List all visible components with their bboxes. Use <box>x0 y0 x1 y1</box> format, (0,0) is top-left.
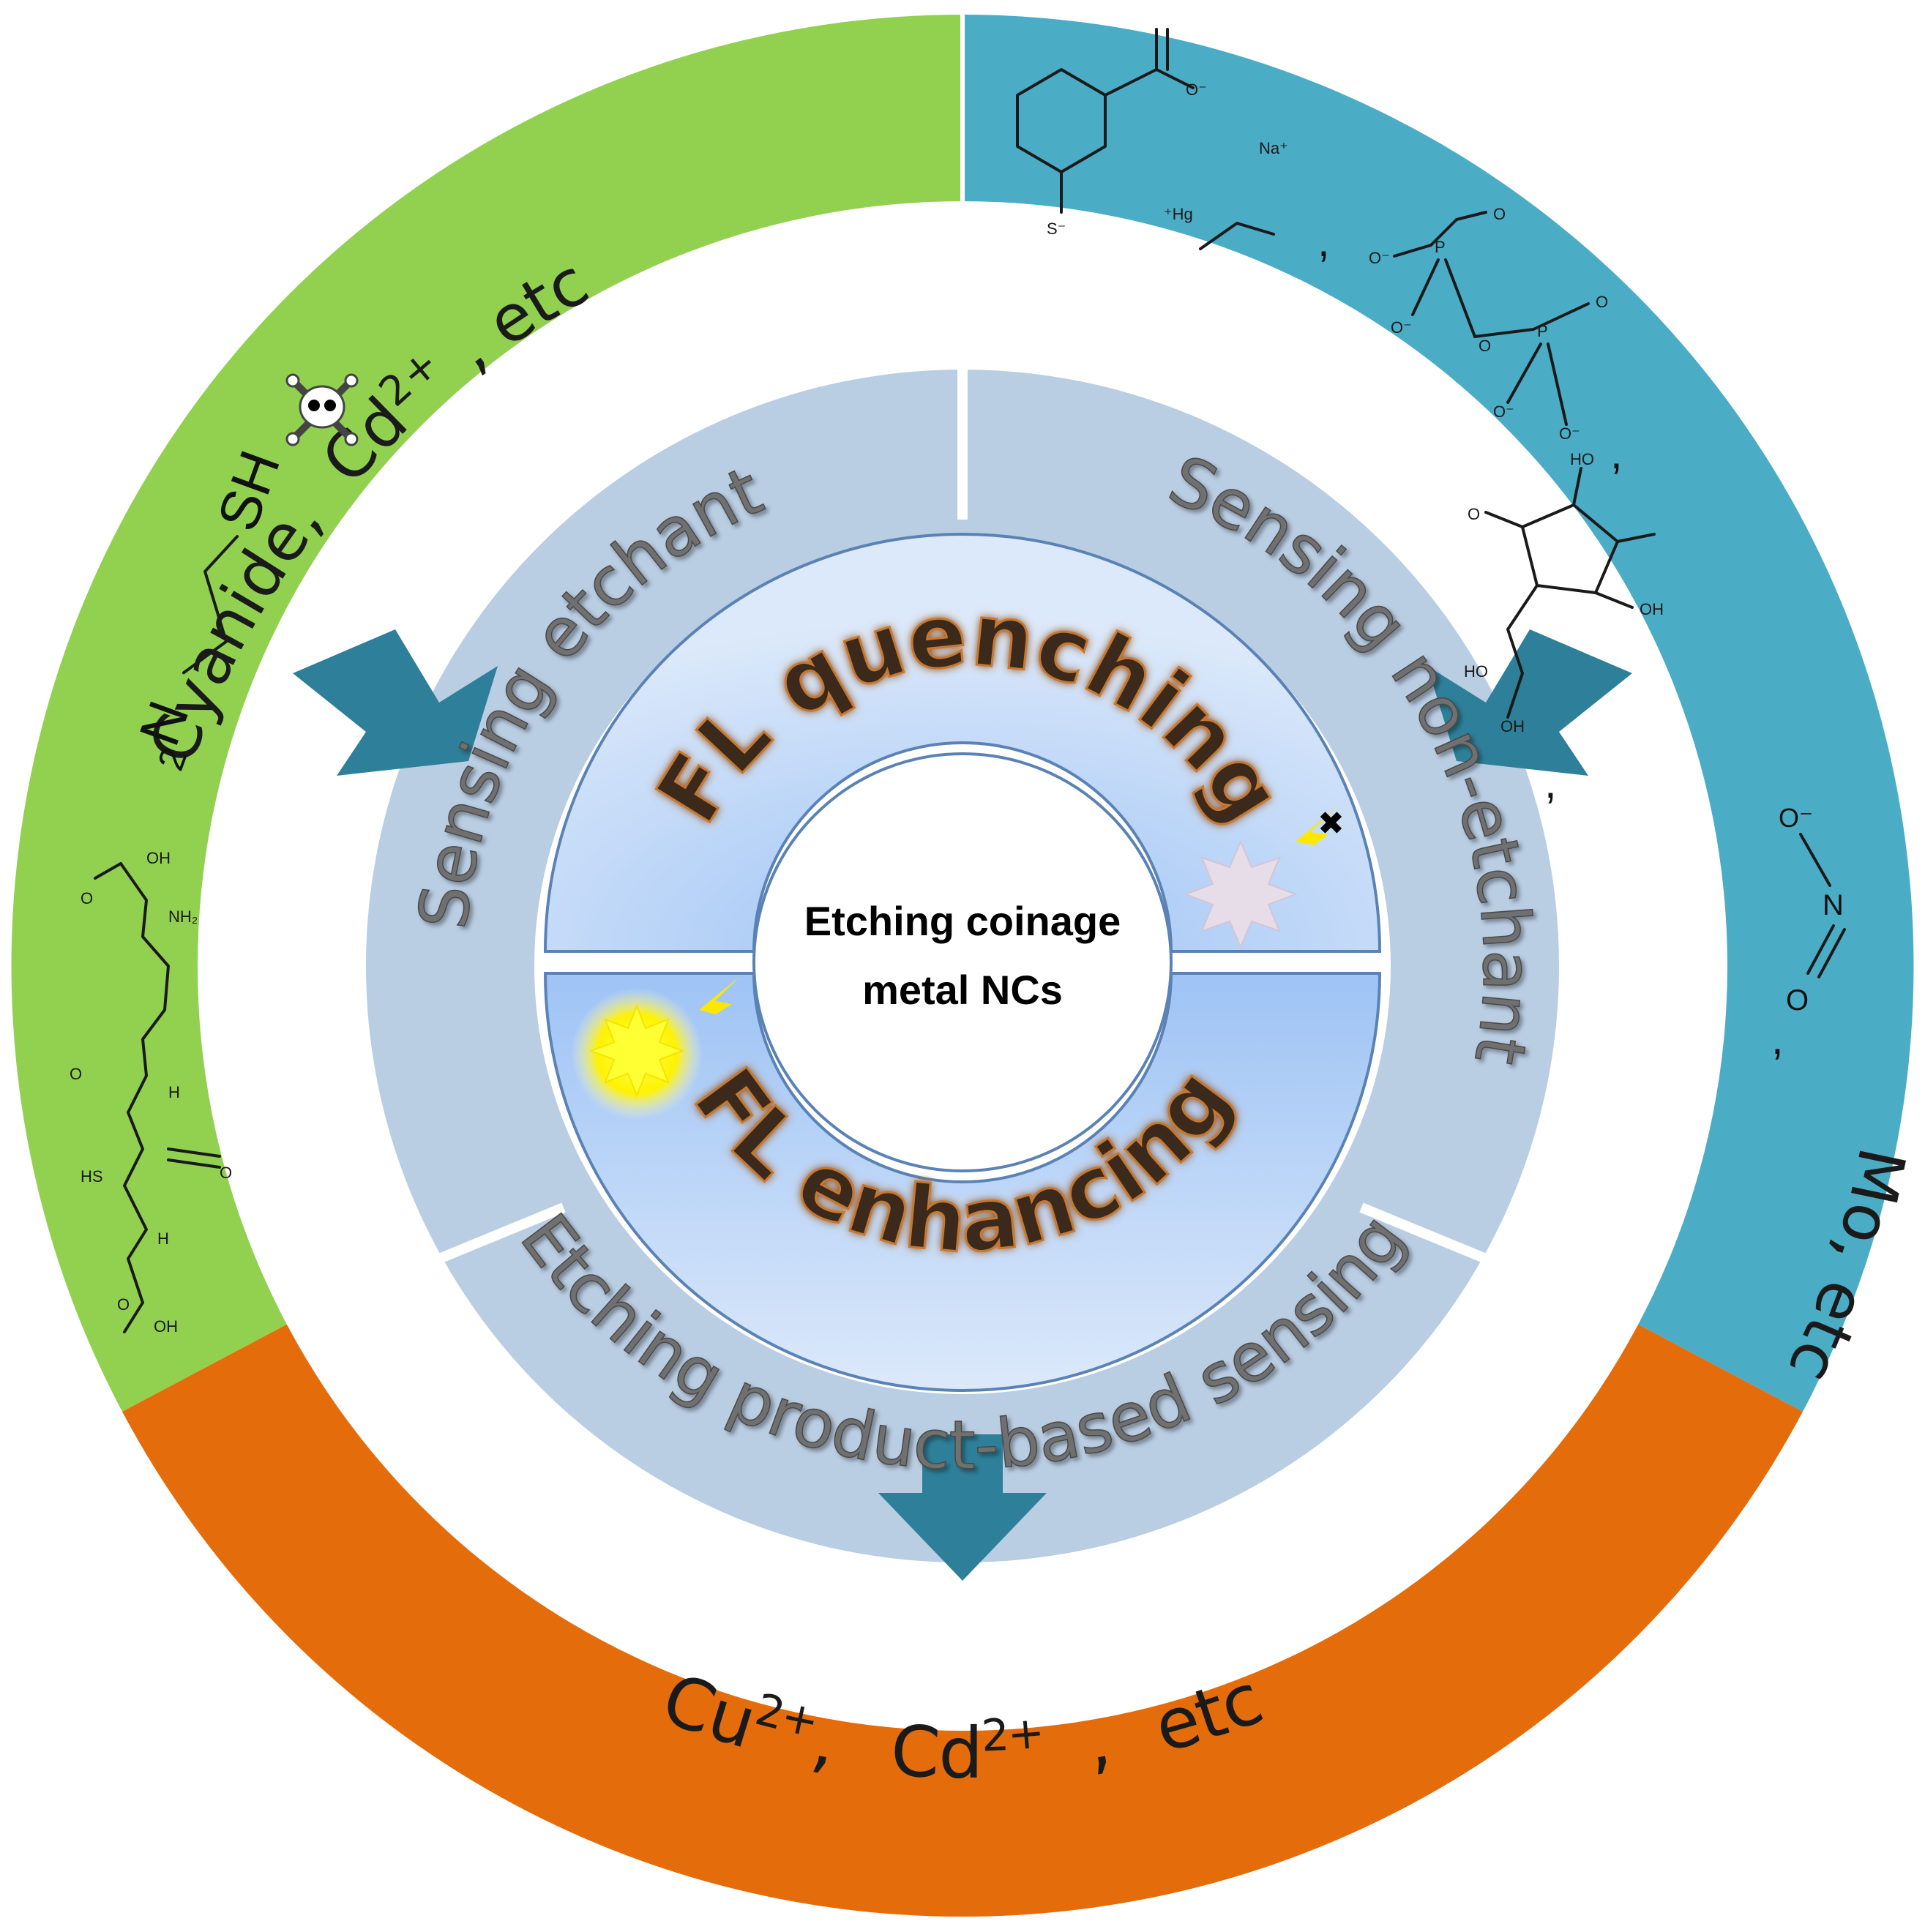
atom-h-1: H <box>168 1083 180 1101</box>
svg-text:,: , <box>1610 429 1623 478</box>
atom-oh-3: OH <box>1640 600 1664 618</box>
atom-p-1: P <box>1435 238 1446 256</box>
atom-n-nitrite: N <box>1823 889 1844 921</box>
atom-o-2a: O <box>1493 205 1506 223</box>
atom-s-minus: S⁻ <box>1047 220 1066 238</box>
center-title-line2: metal NCs <box>862 967 1063 1013</box>
cd-charge-bottom: 2+ <box>980 1707 1046 1761</box>
quenched-star-icon <box>1184 839 1298 949</box>
atom-o-minus-2: O⁻ <box>1369 249 1390 267</box>
atom-oh-4: OH <box>1500 717 1525 735</box>
nitrite-structure: O⁻ N O , <box>1771 803 1846 1063</box>
atom-o-3: O <box>220 1164 232 1182</box>
atom-o-nitrite: O <box>1786 984 1809 1016</box>
arrows <box>293 629 1632 1581</box>
pyrophosphate-structure: O⁻ P O O⁻ O P O O⁻ O⁻ , <box>1369 205 1623 478</box>
svg-text:✖: ✖ <box>1317 805 1345 842</box>
cd-label-bottom: Cd <box>889 1710 983 1794</box>
atom-nh2: NH₂ <box>168 907 198 926</box>
atom-o-minus-5: O⁻ <box>1559 424 1580 443</box>
center-title-line1: Etching coinage <box>804 898 1121 944</box>
inner-ring-bottom <box>543 972 1382 1392</box>
atom-o-2: O <box>70 1065 82 1083</box>
glowing-sun-icon <box>571 988 703 1120</box>
orange-segment-text: Cu2+,Cd2+,etc <box>652 1658 1274 1794</box>
atom-o-2b: O <box>1596 293 1608 311</box>
arrow-up-right <box>1427 629 1632 776</box>
atom-o-minus-nitrite: O⁻ <box>1779 803 1813 833</box>
svg-text:,: , <box>1317 217 1330 266</box>
atom-o-minus-1: O⁻ <box>1186 80 1207 99</box>
ascorbic-acid-structure: O HO OH HO OH , <box>1464 450 1664 807</box>
svg-text:,: , <box>1544 758 1557 807</box>
atom-hs: HS <box>81 1167 103 1186</box>
atom-ho-1: HO <box>1570 450 1594 468</box>
arrow-up-left <box>293 629 498 776</box>
atom-o-4: O <box>117 1295 130 1314</box>
inner-ring-top <box>543 533 1382 953</box>
skull-crossbones-icon <box>285 373 359 446</box>
center-disk <box>752 752 1173 1172</box>
atom-hg: ⁺Hg <box>1164 205 1193 223</box>
atom-o-asc: O <box>1468 505 1480 523</box>
thimerosal-structure: O⁻ Na⁺ S⁻ ⁺Hg , <box>1016 28 1330 266</box>
atom-o-1: O <box>81 889 93 907</box>
atom-na: Na⁺ <box>1259 139 1288 157</box>
atom-o-minus-4: O⁻ <box>1493 402 1514 421</box>
glutathione-structure: OH O NH₂ O H HS O H OH O <box>70 849 232 1336</box>
atom-o-bridge: O <box>1479 337 1491 355</box>
lightning-quench-icon: ✖ <box>1285 805 1345 867</box>
arrow-down <box>878 1434 1047 1581</box>
atom-h-2: H <box>157 1229 169 1248</box>
atom-ho-2: HO <box>1464 662 1488 681</box>
lightning-enhance-icon <box>688 977 739 1032</box>
atom-o-minus-3: O⁻ <box>1391 318 1412 337</box>
atom-oh-2: OH <box>154 1317 178 1336</box>
svg-text:,: , <box>1771 1014 1784 1063</box>
atom-oh-1: OH <box>146 849 171 867</box>
inner-ring <box>543 533 1382 1392</box>
